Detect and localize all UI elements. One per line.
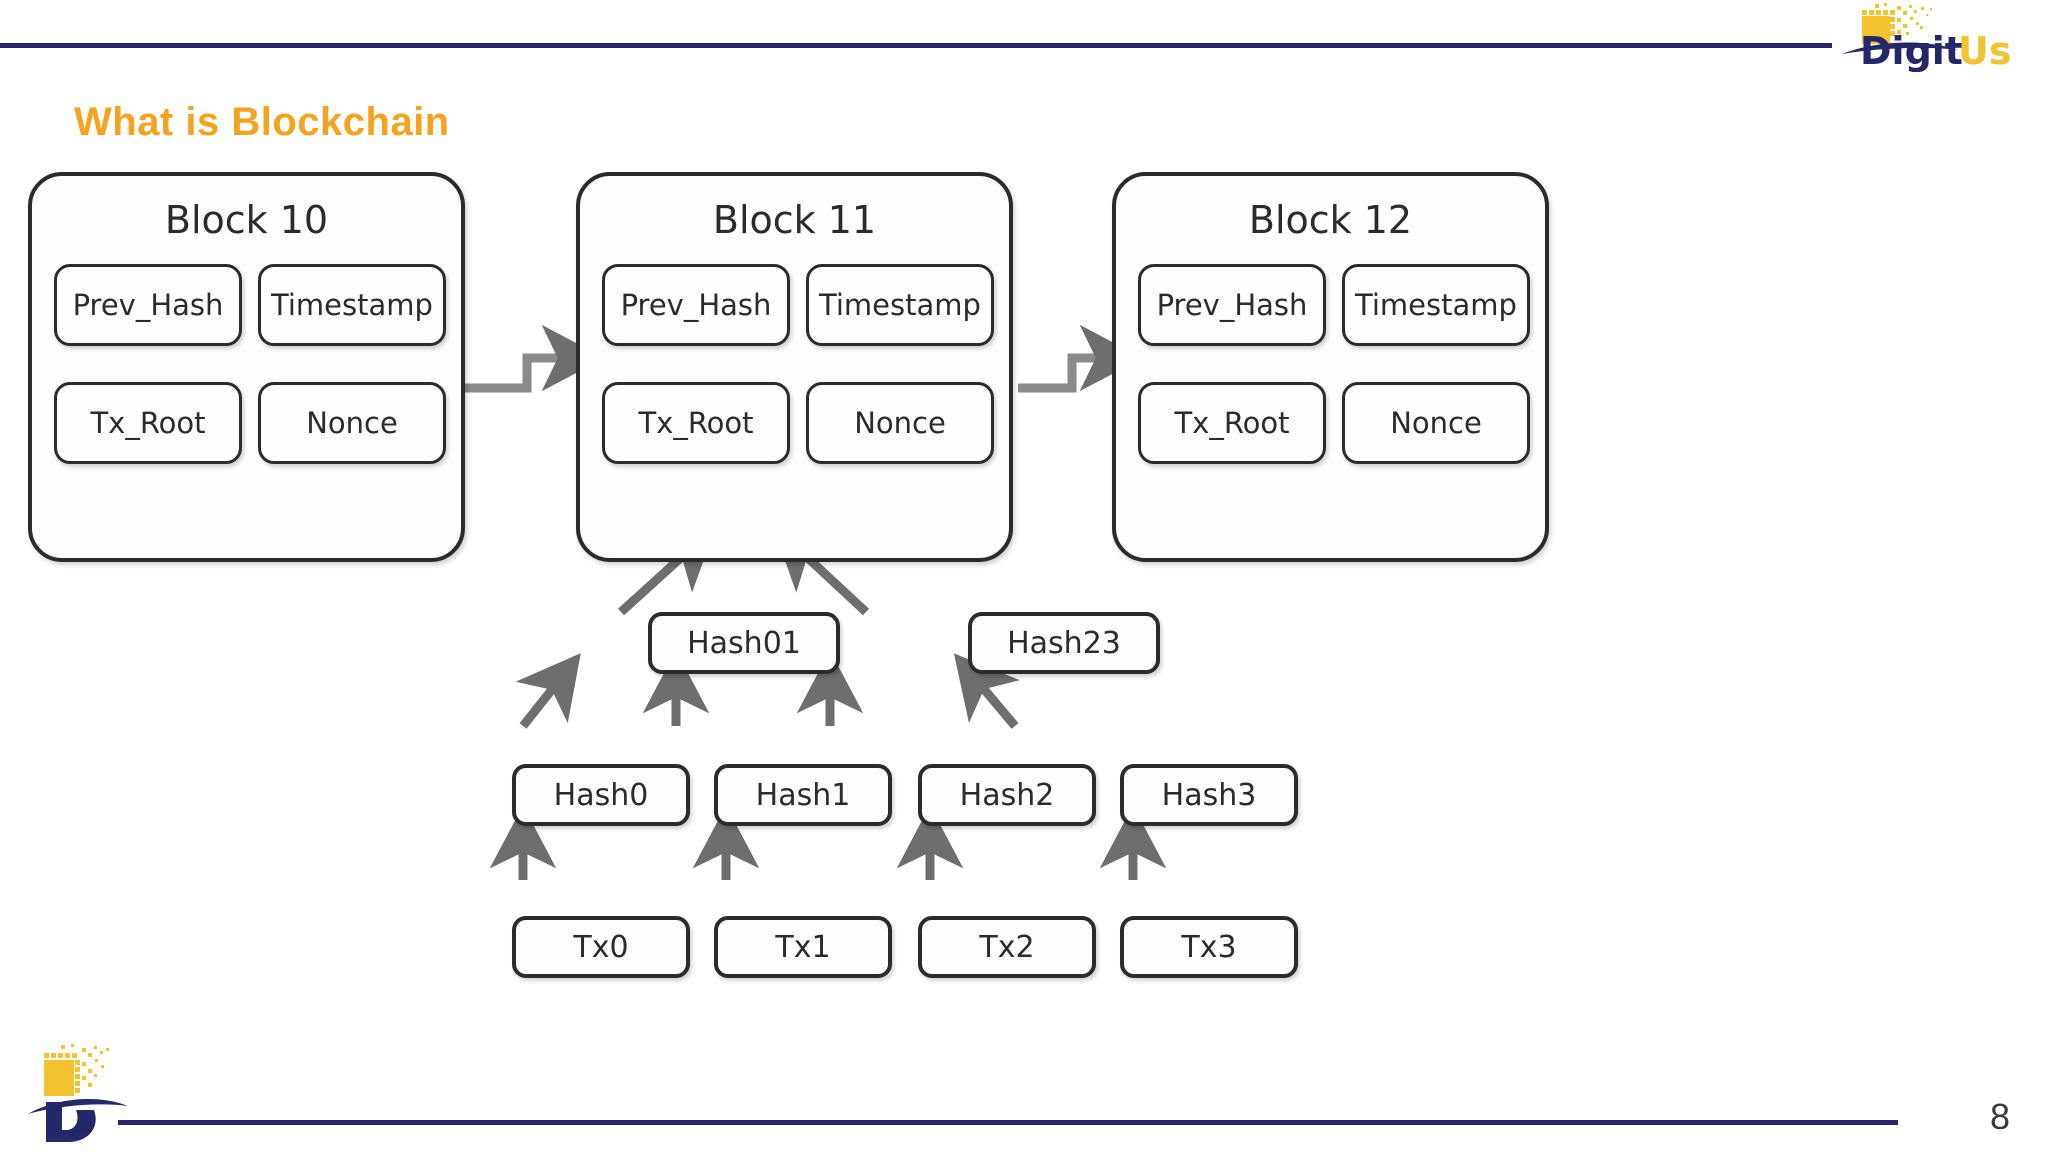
block-title: Block 11 [712, 198, 877, 242]
svg-text:Digit: Digit [1860, 29, 1963, 72]
block-field-timestamp[interactable]: Timestamp [1342, 264, 1530, 346]
merkle-node-hash3[interactable]: Hash3 [1120, 764, 1298, 826]
block-card-10[interactable]: Block 10 Prev_Hash Timestamp Tx_Root Non… [28, 172, 465, 562]
block-field-tx-root[interactable]: Tx_Root [602, 382, 790, 464]
block-field-prev-hash[interactable]: Prev_Hash [1138, 264, 1326, 346]
svg-text:Us: Us [1958, 29, 2011, 72]
merkle-arrow-icon [515, 653, 581, 729]
chain-arrow-icon [462, 324, 605, 393]
merkle-node-hash2[interactable]: Hash2 [918, 764, 1096, 826]
digitus-footer-mark-icon [28, 1042, 148, 1142]
block-field-prev-hash[interactable]: Prev_Hash [602, 264, 790, 346]
block-field-tx-root[interactable]: Tx_Root [1138, 382, 1326, 464]
digitus-logo-icon: Digit Us [1840, 2, 2040, 73]
header-rule [0, 43, 1832, 48]
merkle-node-tx3[interactable]: Tx3 [1120, 916, 1298, 978]
merkle-node-tx0[interactable]: Tx0 [512, 916, 690, 978]
merkle-node-hash1[interactable]: Hash1 [714, 764, 892, 826]
block-field-prev-hash[interactable]: Prev_Hash [54, 264, 242, 346]
merkle-node-hash23[interactable]: Hash23 [968, 612, 1160, 674]
block-title: Block 10 [164, 198, 329, 242]
block-title: Block 12 [1248, 198, 1413, 242]
block-field-nonce[interactable]: Nonce [258, 382, 446, 464]
block-field-tx-root[interactable]: Tx_Root [54, 382, 242, 464]
merkle-node-tx1[interactable]: Tx1 [714, 916, 892, 978]
merkle-node-tx2[interactable]: Tx2 [918, 916, 1096, 978]
block-field-timestamp[interactable]: Timestamp [258, 264, 446, 346]
merkle-node-hash01[interactable]: Hash01 [648, 612, 840, 674]
block-field-nonce[interactable]: Nonce [806, 382, 994, 464]
page-title: What is Blockchain [74, 100, 450, 144]
merkle-node-hash0[interactable]: Hash0 [512, 764, 690, 826]
page-number: 8 [1990, 1096, 2011, 1137]
block-field-timestamp[interactable]: Timestamp [806, 264, 994, 346]
block-field-nonce[interactable]: Nonce [1342, 382, 1530, 464]
footer-rule [118, 1120, 1898, 1125]
block-card-11[interactable]: Block 11 Prev_Hash Timestamp Tx_Root Non… [576, 172, 1013, 562]
block-card-12[interactable]: Block 12 Prev_Hash Timestamp Tx_Root Non… [1112, 172, 1549, 562]
